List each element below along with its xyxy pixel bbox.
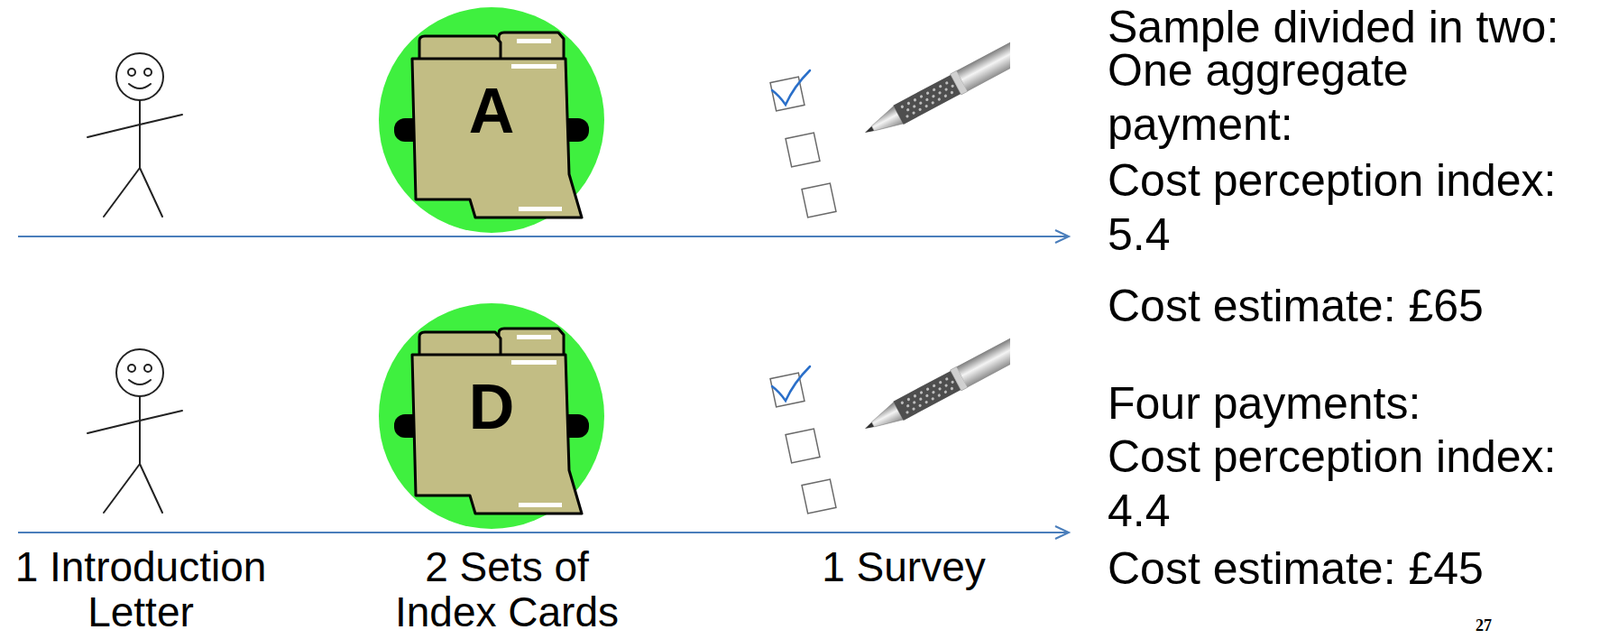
figure-eye [144,68,152,76]
step-label: 1 Introduction Letter [5,543,276,635]
figure-body [138,100,141,168]
row-illustration [18,15,1072,243]
result-note: Cost perception index: 4.4 [1107,429,1595,538]
grip-dots [900,79,957,119]
card-highlight [518,206,562,212]
checkbox [785,132,820,167]
card-front [412,58,582,218]
index-card-circle: A [378,7,605,233]
pen-grip [892,74,961,125]
stick-figure [87,53,183,217]
checkbox [801,183,837,218]
row-illustration [18,311,1072,539]
folder-letter: A [468,79,515,143]
figure-eye [128,68,136,76]
figure-head [116,53,164,101]
step-label: 1 Survey [795,543,1012,589]
group-note: One aggregate payment: [1107,43,1469,152]
figure-leg [139,167,163,217]
survey-photo [770,36,1011,218]
green-circle [378,303,605,529]
folder-letter: D [468,375,515,439]
green-circle [378,7,605,233]
pen-barrel [956,36,1011,92]
timeline-arrow [18,235,1068,238]
figure-arm [87,124,140,138]
page-number: 27 [1475,615,1512,635]
arrow-head [1055,229,1069,243]
result-note: Cost estimate: £45 [1107,541,1595,596]
index-card-circle: D [378,303,605,529]
result-note: Cost perception index: 5.4 [1107,153,1595,262]
card-highlight [516,334,552,340]
result-note: Cost estimate: £65 [1107,278,1595,333]
figure-leg [103,167,140,217]
step-label: 2 Sets of Index Cards [380,543,634,635]
figure-arm [139,114,183,125]
group-note: Four payments: [1107,376,1595,431]
card-highlight [511,64,557,69]
card-front [412,354,582,514]
figure-smile [128,83,151,89]
card-highlight [511,359,557,365]
card-highlight [518,502,562,507]
card-highlight [516,38,552,44]
check-mark [772,70,810,105]
pen [859,36,1011,143]
